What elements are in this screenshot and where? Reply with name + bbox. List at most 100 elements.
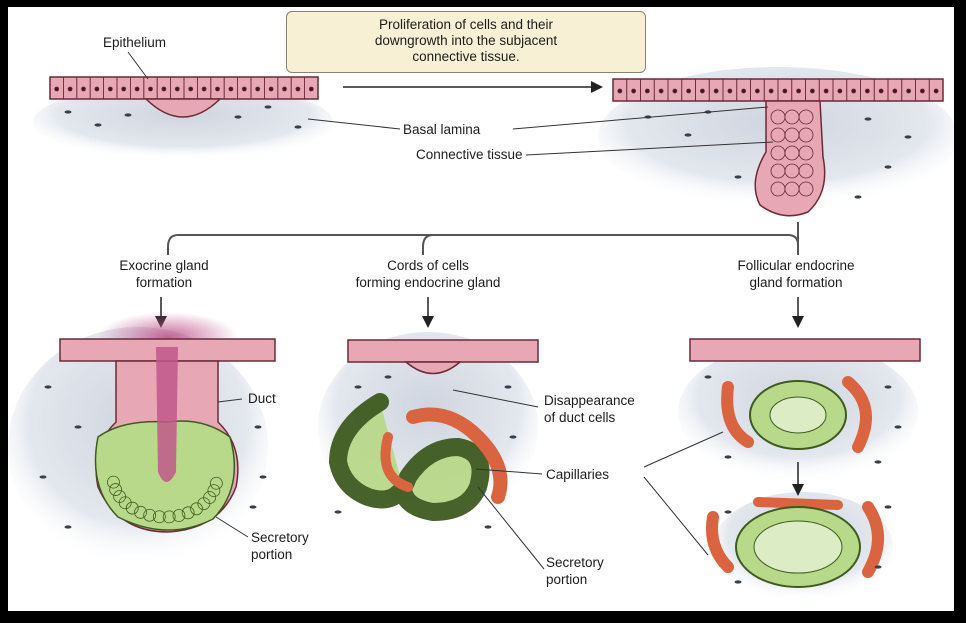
cell-nucleus xyxy=(95,87,99,91)
fibroblast-nucleus xyxy=(725,510,732,513)
cell-nucleus xyxy=(865,89,869,93)
cell-nucleus xyxy=(175,87,179,91)
cell-nucleus xyxy=(618,89,622,93)
label-connective-tissue: Connective tissue xyxy=(416,147,523,162)
cell-nucleus xyxy=(783,89,787,93)
fibroblast-nucleus xyxy=(235,115,242,118)
cell-nucleus xyxy=(149,87,153,91)
fibroblast-nucleus xyxy=(260,475,267,478)
cell-nucleus xyxy=(824,89,828,93)
gland-development-diagram: Epithelium Basal lamina Connective tissu… xyxy=(8,7,954,611)
fibroblast-nucleus xyxy=(685,133,692,136)
cell-nucleus xyxy=(852,89,856,93)
fibroblast-nucleus xyxy=(75,425,82,428)
fibroblast-nucleus xyxy=(250,505,257,508)
label-disappearance-line1: Disappearance xyxy=(544,393,635,408)
cell-nucleus xyxy=(934,89,938,93)
cell-nucleus xyxy=(162,87,166,91)
cell-nucleus xyxy=(879,89,883,93)
fibroblast-nucleus xyxy=(45,385,52,388)
label-follicular-line2: gland formation xyxy=(749,275,842,290)
callout-text: Proliferation of cells and their downgro… xyxy=(287,17,645,65)
cell-nucleus xyxy=(920,89,924,93)
cell-nucleus xyxy=(728,89,732,93)
fibroblast-nucleus xyxy=(905,135,912,138)
proliferation-callout: Proliferation of cells and their downgro… xyxy=(286,11,646,73)
fibroblast-nucleus xyxy=(885,385,892,388)
fibroblast-nucleus xyxy=(875,565,882,568)
cell-nucleus xyxy=(742,89,746,93)
fibroblast-nucleus xyxy=(65,110,72,113)
label-disappearance-line2: of duct cells xyxy=(544,410,616,425)
label-secretory-left-line2: portion xyxy=(251,547,292,562)
cell-nucleus xyxy=(122,87,126,91)
fibroblast-nucleus xyxy=(865,117,872,120)
cell-nucleus xyxy=(632,89,636,93)
cell-nucleus xyxy=(673,89,677,93)
fibroblast-nucleus xyxy=(255,425,262,428)
fibroblast-nucleus xyxy=(875,460,882,463)
cell-nucleus xyxy=(256,87,260,91)
fibroblast-nucleus xyxy=(895,425,902,428)
fibroblast-nucleus xyxy=(725,455,732,458)
cell-nucleus xyxy=(645,89,649,93)
callout-line-3: connective tissue. xyxy=(287,49,645,65)
branch-connector xyxy=(168,222,798,255)
cell-nucleus xyxy=(202,87,206,91)
cell-nucleus xyxy=(108,87,112,91)
cell-nucleus xyxy=(700,89,704,93)
fibroblast-nucleus xyxy=(95,123,102,126)
cell-nucleus xyxy=(216,87,220,91)
cell-nucleus xyxy=(687,89,691,93)
cell-nucleus xyxy=(269,87,273,91)
cell-nucleus xyxy=(55,87,59,91)
cell-nucleus xyxy=(769,89,773,93)
callout-line-2: downgrowth into the subjacent xyxy=(287,33,645,49)
cell-nucleus xyxy=(838,89,842,93)
label-cords-line2: forming endocrine gland xyxy=(356,275,501,290)
cell-nucleus xyxy=(296,87,300,91)
diagram-frame: Epithelium Basal lamina Connective tissu… xyxy=(8,7,954,611)
label-exocrine-line1: Exocrine gland xyxy=(119,258,208,273)
cell-nucleus xyxy=(189,87,193,91)
cell-nucleus xyxy=(714,89,718,93)
label-follicular-line1: Follicular endocrine xyxy=(737,258,854,273)
cell-nucleus xyxy=(283,87,287,91)
label-duct: Duct xyxy=(248,391,276,406)
fibroblast-nucleus xyxy=(265,105,272,108)
cell-nucleus xyxy=(907,89,911,93)
fibroblast-nucleus xyxy=(885,165,892,168)
fibroblast-nucleus xyxy=(855,195,862,198)
cell-nucleus xyxy=(810,89,814,93)
label-cords-line1: Cords of cells xyxy=(387,258,469,273)
fibroblast-nucleus xyxy=(705,375,712,378)
cell-nucleus xyxy=(659,89,663,93)
cell-nucleus xyxy=(242,87,246,91)
cell-nucleus xyxy=(82,87,86,91)
label-secretory-mid-line2: portion xyxy=(546,572,587,587)
fibroblast-nucleus xyxy=(885,505,892,508)
cell-nucleus xyxy=(68,87,72,91)
fibroblast-nucleus xyxy=(385,375,392,378)
cell-nucleus xyxy=(755,89,759,93)
label-epithelium: Epithelium xyxy=(103,35,166,50)
label-secretory-left-line1: Secretory xyxy=(251,530,309,545)
cell-nucleus xyxy=(229,87,233,91)
fibroblast-nucleus xyxy=(355,385,362,388)
fibroblast-nucleus xyxy=(485,525,492,528)
label-secretory-mid-line1: Secretory xyxy=(546,555,604,570)
fibroblast-nucleus xyxy=(510,435,517,438)
label-exocrine-line2: formation xyxy=(136,275,192,290)
callout-line-1: Proliferation of cells and their xyxy=(287,17,645,33)
fibroblast-nucleus xyxy=(335,510,342,513)
fibroblast-nucleus xyxy=(505,385,512,388)
label-basal-lamina: Basal lamina xyxy=(403,122,481,137)
fibroblast-nucleus xyxy=(40,475,47,478)
fibroblast-nucleus xyxy=(735,175,742,178)
fibroblast-nucleus xyxy=(735,580,742,583)
cell-nucleus xyxy=(893,89,897,93)
label-capillaries: Capillaries xyxy=(546,467,609,482)
cell-nucleus xyxy=(797,89,801,93)
fibroblast-nucleus xyxy=(125,113,132,116)
fibroblast-nucleus xyxy=(65,525,72,528)
